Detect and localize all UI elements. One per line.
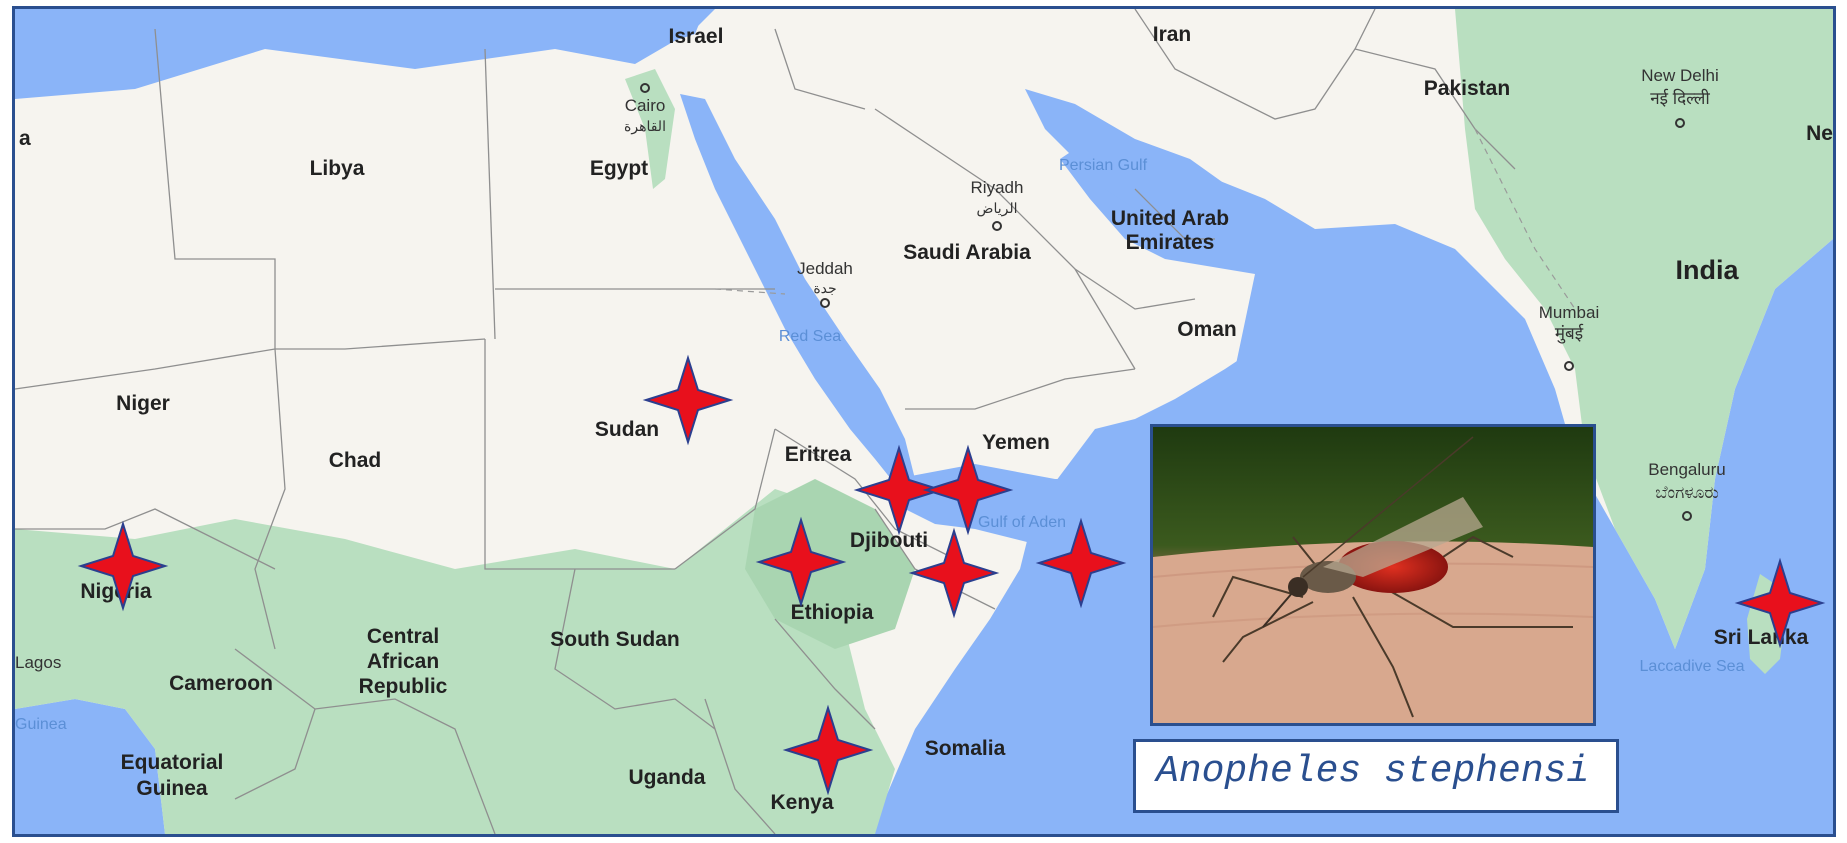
- label-eq-guinea-1: Equatorial: [121, 751, 224, 774]
- city-dot-cairo: [640, 83, 650, 93]
- label-uae-1: United Arab: [1111, 207, 1229, 230]
- mediterranean-water: [125, 9, 705, 74]
- label-uganda: Uganda: [628, 766, 705, 789]
- label-car-3: Republic: [359, 675, 448, 698]
- label-bengaluru-kn: ಬೆಂಗಳೂರು: [1655, 483, 1719, 502]
- label-sudan: Sudan: [595, 418, 659, 441]
- label-uae-2: Emirates: [1126, 231, 1215, 254]
- label-riyadh-ar: الرياض: [977, 200, 1018, 217]
- label-riyadh: Riyadh: [971, 178, 1024, 197]
- label-india: India: [1675, 255, 1739, 285]
- label-persian-gulf: Persian Gulf: [1059, 157, 1148, 174]
- regional-map[interactable]: Israel Iran Pakistan Libya Egypt Saudi A…: [15, 9, 1833, 834]
- label-oman: Oman: [1177, 318, 1237, 341]
- city-dot-new-delhi: [1675, 118, 1685, 128]
- label-lagos: Lagos: [15, 653, 61, 672]
- label-gulf-of-aden: Gulf of Aden: [978, 514, 1066, 531]
- gulf-of-guinea-water: [15, 699, 165, 834]
- label-mumbai: Mumbai: [1539, 303, 1599, 322]
- species-name: Anopheles stephensi: [1156, 750, 1590, 793]
- vegetation-india: [1455, 9, 1833, 649]
- label-egypt: Egypt: [590, 157, 648, 180]
- label-chad: Chad: [329, 449, 382, 472]
- country-borders: [15, 9, 1576, 834]
- label-ethiopia: Ethiopia: [791, 601, 874, 624]
- vegetation-nile: [625, 69, 675, 189]
- vegetation-sub-saharan: [15, 489, 895, 834]
- label-bengaluru: Bengaluru: [1648, 460, 1726, 479]
- label-mumbai-mr: मुंबई: [1555, 323, 1584, 344]
- label-yemen: Yemen: [982, 431, 1050, 454]
- label-cameroon: Cameroon: [169, 672, 273, 695]
- label-somalia: Somalia: [925, 737, 1006, 760]
- label-kenya: Kenya: [770, 791, 833, 814]
- label-edge-right: Ne: [1806, 122, 1833, 145]
- label-new-delhi: New Delhi: [1641, 66, 1718, 85]
- map-frame: Israel Iran Pakistan Libya Egypt Saudi A…: [12, 6, 1836, 837]
- city-dot-riyadh: [992, 221, 1002, 231]
- label-car-1: Central: [367, 625, 439, 648]
- label-south-sudan: South Sudan: [550, 628, 680, 651]
- species-caption: Anopheles stephensi: [1133, 739, 1619, 813]
- label-eritrea: Eritrea: [785, 443, 852, 466]
- label-guinea-water: Guinea: [15, 716, 67, 733]
- label-eq-guinea-2: Guinea: [136, 777, 208, 800]
- label-pakistan: Pakistan: [1424, 77, 1510, 100]
- label-saudi-arabia: Saudi Arabia: [903, 241, 1031, 264]
- label-jeddah-ar: جدة: [813, 280, 836, 296]
- label-niger: Niger: [116, 392, 170, 415]
- label-cairo-ar: القاهرة: [624, 118, 666, 135]
- persian-gulf-water: [1025, 89, 1225, 224]
- label-djibouti: Djibouti: [850, 529, 928, 552]
- city-dot-mumbai: [1564, 361, 1574, 371]
- city-dot-jeddah: [820, 298, 830, 308]
- red-sea-water: [680, 94, 915, 484]
- label-libya: Libya: [310, 157, 365, 180]
- city-dot-bengaluru: [1682, 511, 1692, 521]
- mosquito-icon: [1153, 427, 1593, 723]
- label-red-sea: Red Sea: [779, 328, 841, 345]
- label-edge-left: a: [19, 127, 31, 150]
- label-car-2: African: [367, 650, 439, 673]
- label-iran: Iran: [1153, 23, 1192, 46]
- label-jeddah: Jeddah: [797, 259, 853, 278]
- label-new-delhi-hi: नई दिल्ली: [1650, 88, 1710, 108]
- mosquito-photo: [1150, 424, 1596, 726]
- label-laccadive-sea: Laccadive Sea: [1640, 658, 1745, 675]
- label-nigeria: Nigeria: [80, 580, 152, 603]
- label-sri-lanka: Sri Lanka: [1714, 626, 1809, 649]
- label-cairo: Cairo: [625, 96, 666, 115]
- label-israel: Israel: [669, 25, 724, 48]
